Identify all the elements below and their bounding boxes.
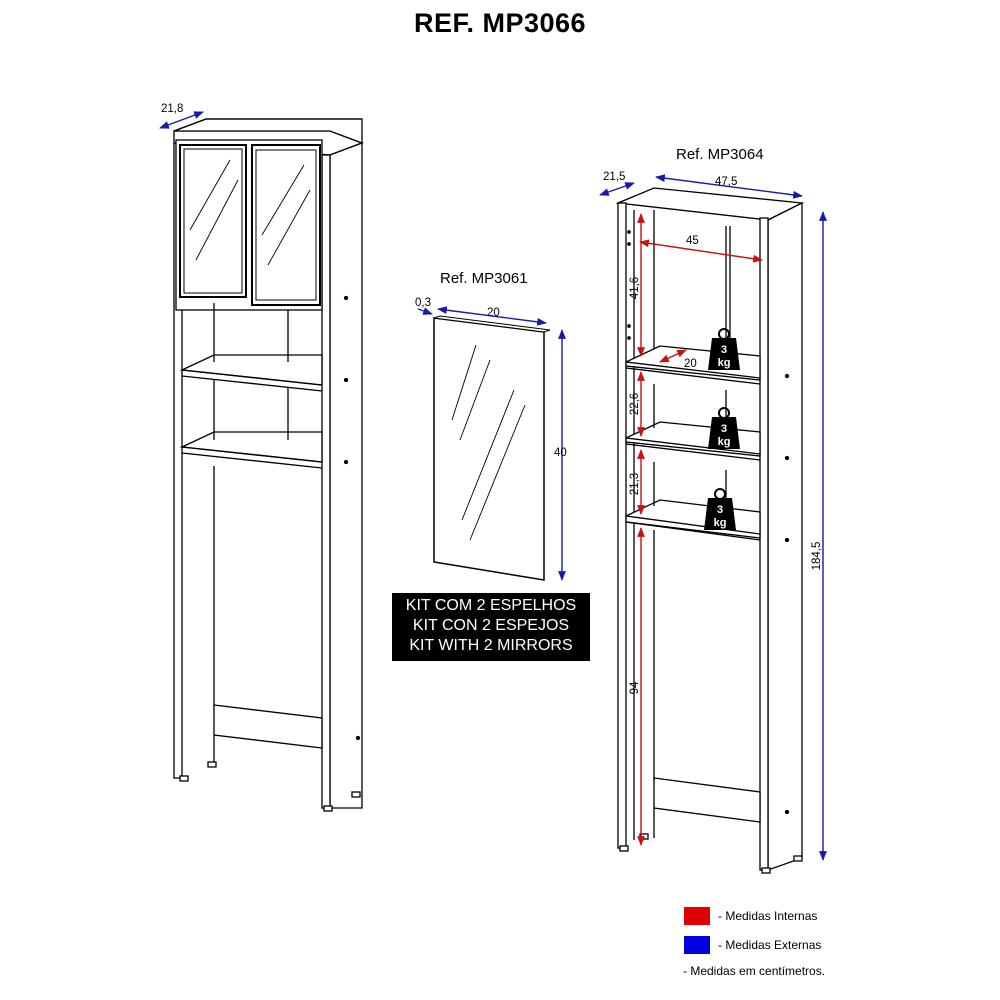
kit-line-pt: KIT COM 2 ESPELHOS [405,597,577,614]
svg-text:3: 3 [717,504,723,516]
svg-text:kg: kg [714,517,727,529]
weight-tag-1: 3 kg [708,328,740,370]
right-height-label: 184,5 [811,542,823,571]
kit-line-en: KIT WITH 2 MIRRORS [409,637,573,654]
legend-external: - Medidas Externas [684,936,821,954]
right-cabinet [615,187,805,874]
weight-tag-3: 3 kg [704,488,736,530]
shelf-depth-label: 20 [684,358,697,370]
internal-width-label: 45 [686,235,699,247]
svg-text:kg: kg [718,357,731,369]
right-ref-label: Ref. MP3064 [676,146,764,163]
kit-line-es: KIT CON 2 ESPEJOS [412,617,570,634]
mirror-kit-box: KIT COM 2 ESPELHOS KIT CON 2 ESPEJOS KIT… [392,593,590,661]
upper-height-label: 41,6 [629,277,641,299]
legend-internal: - Medidas Internas [684,907,817,925]
middle-height-label: 22,6 [629,393,641,415]
mirror-panel [433,315,551,581]
units-note: - Medidas em centímetros. [683,964,826,978]
mirror-ref-label: Ref. MP3061 [440,270,528,287]
bottom-height-label: 94 [629,681,641,694]
left-cabinet [173,118,364,812]
right-depth-label: 21,5 [603,171,625,183]
legend-internal-label: - Medidas Internas [718,909,818,923]
external-swatch [684,936,710,954]
svg-text:3: 3 [721,344,727,356]
left-depth-label: 21,8 [161,103,183,115]
mirror-thickness-label: 0,3 [415,297,431,309]
internal-swatch [684,907,710,925]
lower-height-label: 21,3 [629,473,641,495]
svg-text:kg: kg [718,436,731,448]
right-width-label: 47,5 [715,176,737,188]
legend-external-label: - Medidas Externas [718,938,822,952]
mirror-width-label: 20 [487,307,500,319]
page-title: REF. MP3066 [413,8,587,38]
mirror-height-label: 40 [554,447,567,459]
weight-tag-2: 3 kg [708,407,740,449]
svg-text:3: 3 [721,423,727,435]
